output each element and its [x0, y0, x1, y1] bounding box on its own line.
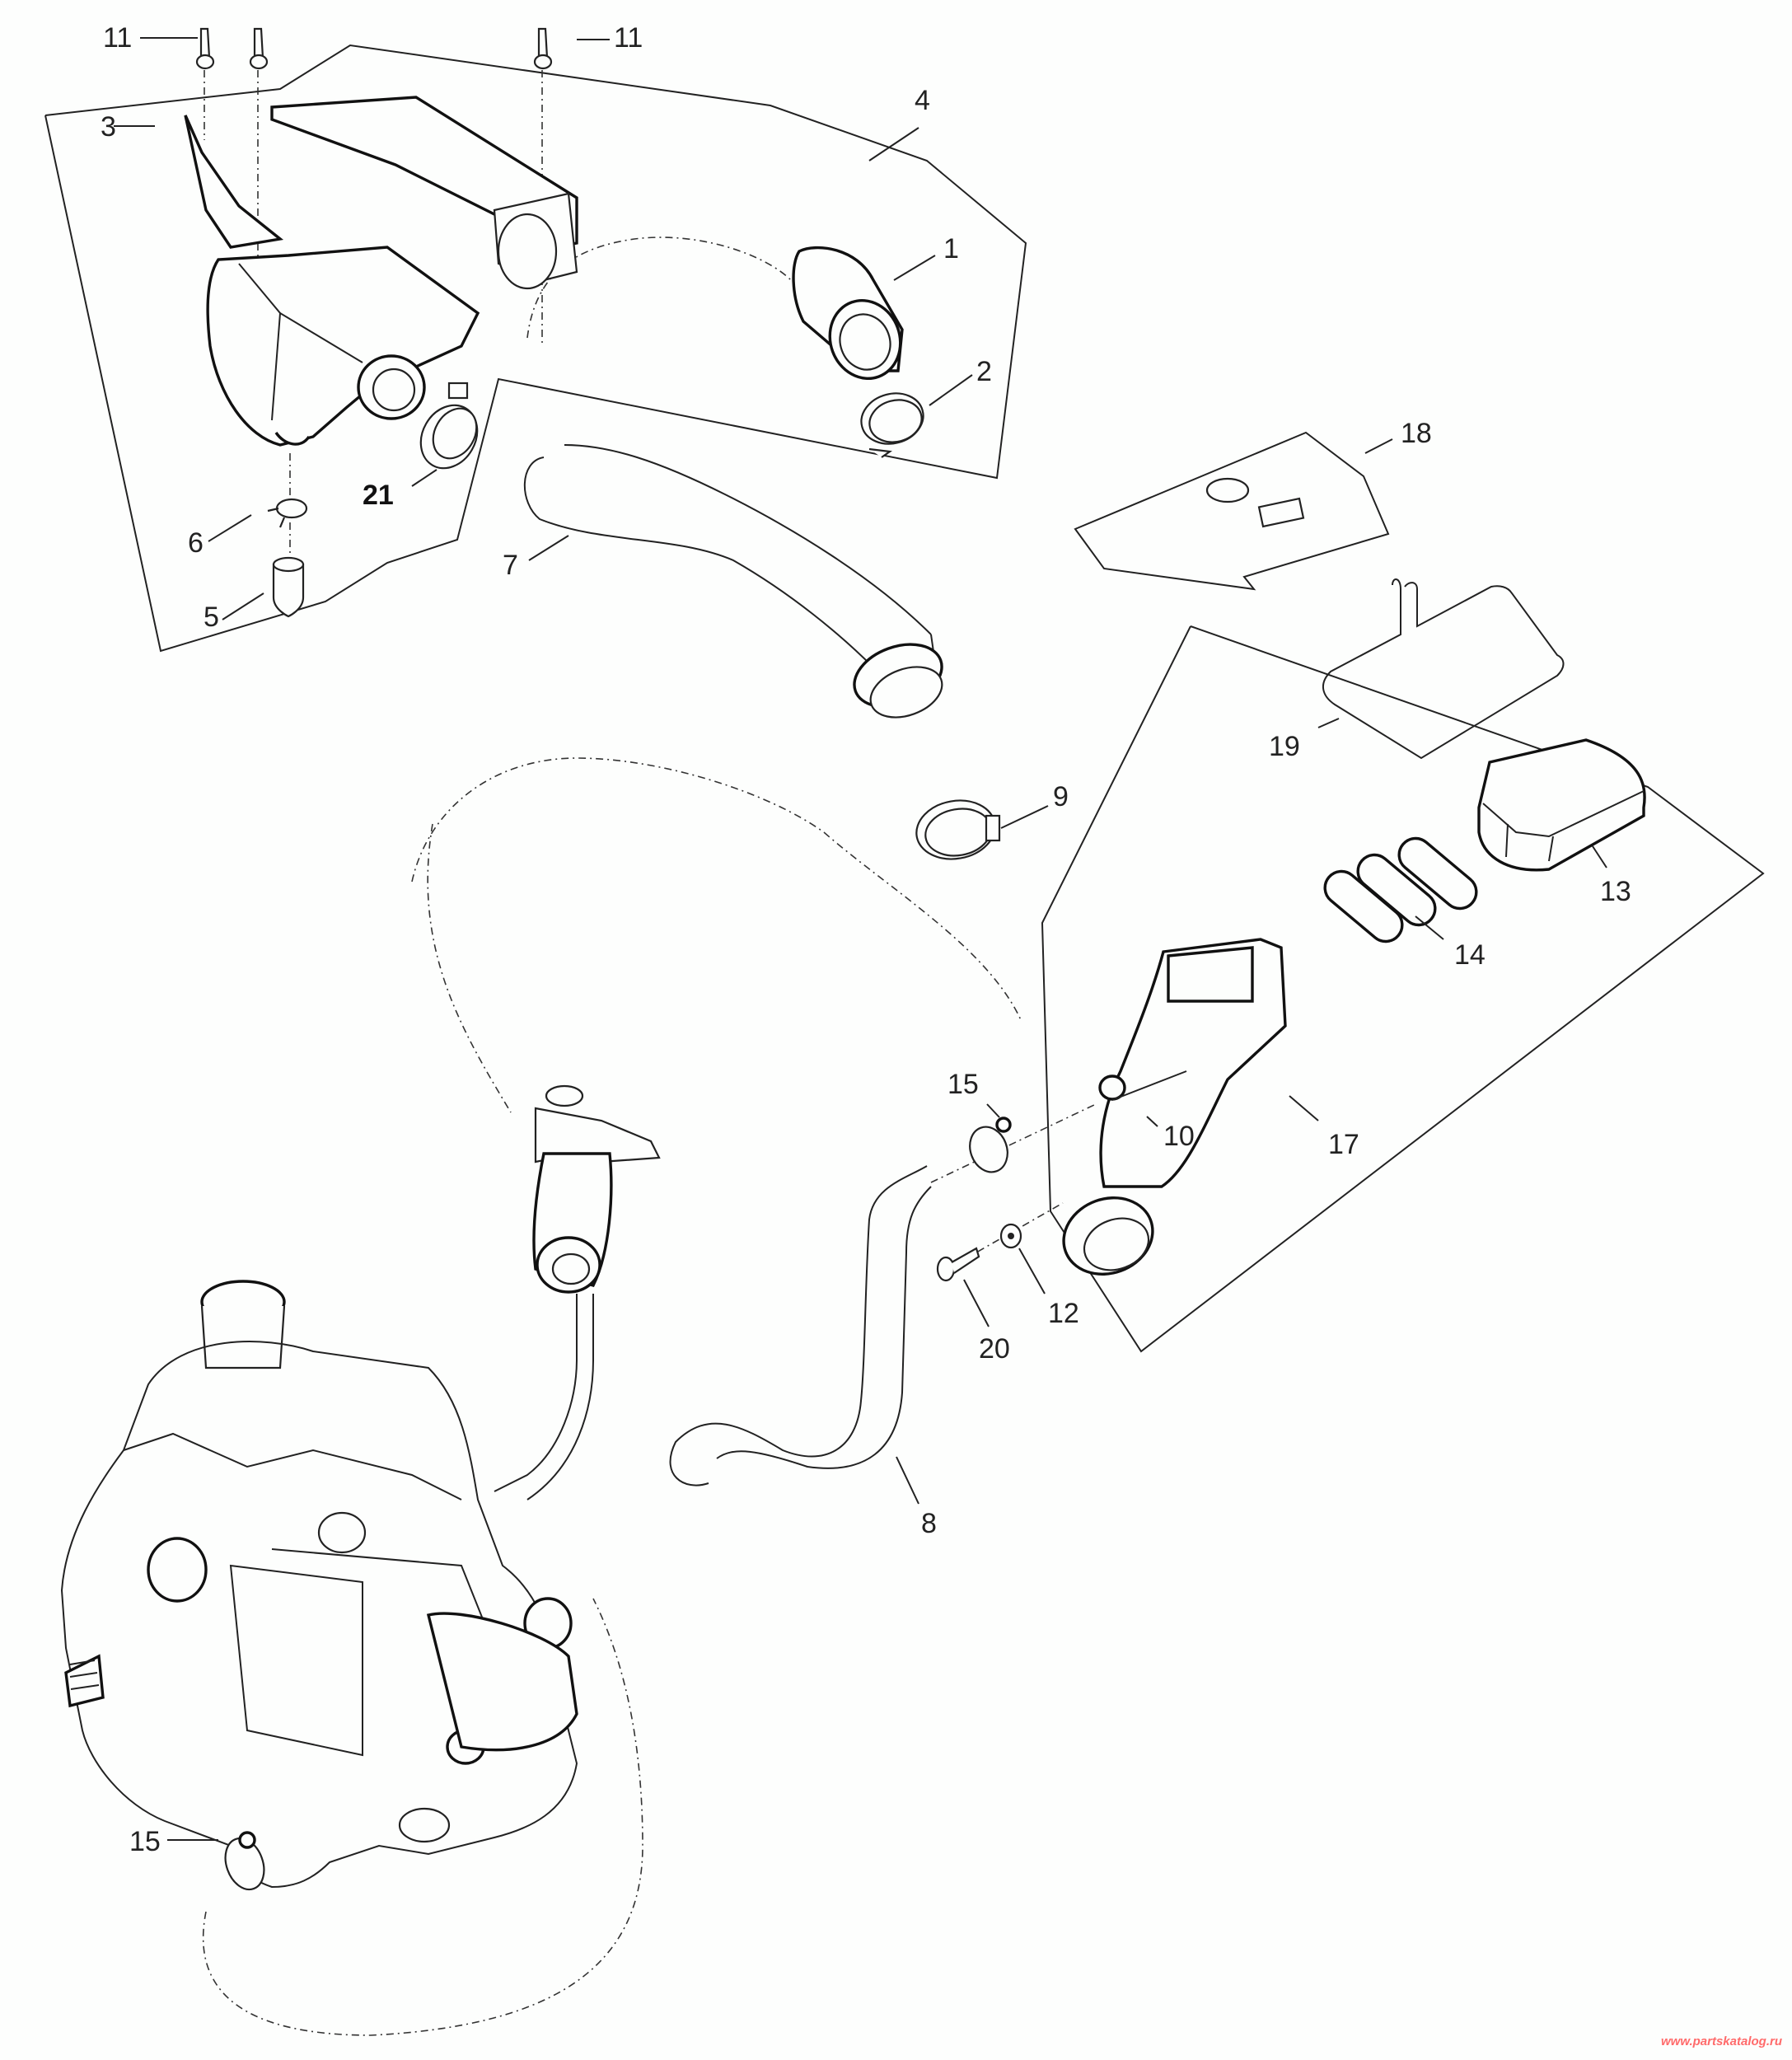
callout-8[interactable]: 8	[921, 1508, 937, 1539]
clamp-part-15-upper[interactable]	[964, 1117, 1013, 1177]
airbox-part[interactable]	[184, 96, 578, 447]
callout-6[interactable]: 6	[188, 527, 204, 559]
clamp-part-15-lower[interactable]	[218, 1831, 270, 1895]
callout-1[interactable]: 1	[943, 233, 959, 265]
air-intake-duct-part-10[interactable]	[1053, 938, 1287, 1286]
drain-cap-part-5[interactable]	[272, 556, 305, 618]
route-line-hose-7	[526, 236, 792, 339]
callout-15-lower[interactable]: 15	[129, 1826, 161, 1857]
callout-2[interactable]: 2	[976, 356, 992, 387]
clamp-part-21[interactable]	[409, 382, 488, 479]
leader-lines	[114, 37, 1607, 1841]
screw-part-11a[interactable]	[195, 27, 215, 70]
callout-11-right[interactable]: 11	[614, 22, 643, 54]
route-line-clamp-15	[930, 1103, 1097, 1183]
group-outline-4	[44, 44, 1027, 653]
callout-12[interactable]: 12	[1048, 1298, 1079, 1329]
clamp-part-9[interactable]	[912, 794, 1001, 865]
callout-11-left[interactable]: 11	[103, 22, 132, 54]
hose-part-8[interactable]	[669, 1165, 932, 1486]
route-line-left	[427, 823, 512, 1113]
callout-17[interactable]: 17	[1328, 1129, 1359, 1160]
callout-4[interactable]: 4	[915, 85, 930, 116]
label-part-18[interactable]	[1205, 477, 1305, 528]
callout-labels: 11 11 3 4 1 2 21 6 5 7 18 19 9 13 14 15 …	[101, 22, 1631, 1857]
group-outline-18	[1074, 431, 1390, 591]
clamp-part-2[interactable]	[856, 386, 929, 458]
screw-part-20[interactable]	[936, 1247, 980, 1282]
intake-adaptor-part-1[interactable]	[792, 246, 911, 389]
retaining-wire-part-19[interactable]	[1322, 578, 1565, 760]
callout-7[interactable]: 7	[503, 550, 518, 581]
route-line-bottom	[202, 1598, 643, 2036]
callout-20[interactable]: 20	[979, 1333, 1010, 1365]
intake-hose-part-7[interactable]	[523, 444, 951, 727]
callout-3[interactable]: 3	[101, 111, 116, 143]
callout-19[interactable]: 19	[1269, 731, 1300, 762]
callout-13[interactable]: 13	[1600, 876, 1631, 907]
air-filter-part-13[interactable]	[1477, 738, 1646, 872]
throttle-body-part[interactable]	[494, 1084, 661, 1501]
callout-5[interactable]: 5	[204, 602, 219, 633]
spring-clamp-part-6[interactable]	[267, 498, 308, 528]
screw-part-11b[interactable]	[249, 27, 269, 70]
engine-part[interactable]	[60, 1280, 578, 1889]
callout-9[interactable]: 9	[1053, 781, 1069, 812]
callout-21[interactable]: 21	[363, 480, 394, 511]
group-outline-17	[1041, 625, 1765, 1353]
callout-14[interactable]: 14	[1454, 939, 1486, 971]
seals-part-14[interactable]	[1318, 831, 1483, 948]
washer-part-12[interactable]	[999, 1223, 1022, 1249]
callout-10[interactable]: 10	[1163, 1121, 1195, 1152]
watermark-link[interactable]: www.partskatalog.ru	[1661, 2034, 1782, 2048]
route-line-hose-8	[411, 757, 1022, 1023]
callout-15-upper[interactable]: 15	[947, 1069, 979, 1100]
callout-18[interactable]: 18	[1401, 418, 1432, 449]
screw-part-11c[interactable]	[533, 27, 553, 70]
